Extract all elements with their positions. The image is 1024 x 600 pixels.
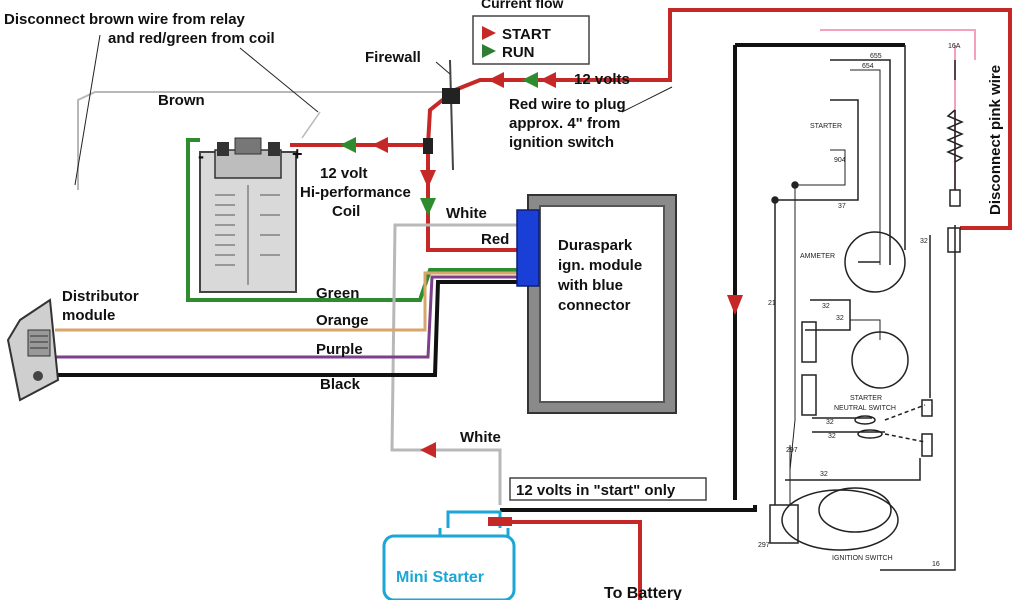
label-to-battery: To Battery xyxy=(604,585,682,600)
red-wire-coil xyxy=(290,96,447,147)
legend-title: Current flow xyxy=(481,0,564,11)
coil-label-2: Hi-performance xyxy=(300,184,411,201)
arrow-green-2 xyxy=(340,137,356,153)
wire-21: 21 xyxy=(768,300,776,307)
label-red: Red xyxy=(481,231,509,248)
brown-wire xyxy=(77,91,444,190)
arrow-red-6 xyxy=(727,295,743,315)
wire-32-f: 32 xyxy=(820,471,828,478)
wire-16a: 16A xyxy=(948,43,961,50)
coil xyxy=(199,137,297,293)
wire-32-b: 32 xyxy=(822,303,830,310)
note-start-only: 12 volts in "start" only xyxy=(516,482,676,499)
wire-32-e: 32 xyxy=(828,433,836,440)
label-brown: Brown xyxy=(158,92,205,109)
wire-297-b: 297 xyxy=(758,542,770,549)
note-arrow-3 xyxy=(621,86,673,113)
white-wire-top xyxy=(390,223,520,505)
duraspark-module xyxy=(516,194,677,414)
label-green: Green xyxy=(316,285,359,302)
coil-minus: - xyxy=(198,146,204,166)
battery-wire xyxy=(490,520,642,600)
brown-wire-branch xyxy=(301,111,321,139)
label-black: Black xyxy=(320,376,361,393)
note-red-wire-3: ignition switch xyxy=(509,134,614,151)
note-disconnect-2: and red/green from coil xyxy=(108,30,275,47)
label-white-top: White xyxy=(446,205,487,222)
arrow-red-2 xyxy=(488,72,504,88)
label-ignition-switch: IGNITION SWITCH xyxy=(832,555,893,562)
module-label-1: Duraspark xyxy=(558,237,633,254)
label-neutral-switch: NEUTRAL SWITCH xyxy=(834,405,896,412)
wire-32-a: 32 xyxy=(920,238,928,245)
note-disconnect-1: Disconnect brown wire from relay xyxy=(4,11,246,28)
label-12-volts: 12 volts xyxy=(574,71,630,88)
note-disconnect-pink: Disconnect pink wire xyxy=(987,65,1004,215)
note-arrow-1 xyxy=(74,34,101,186)
label-starter-top: STARTER xyxy=(810,123,842,130)
wire-297-a: 297 xyxy=(786,447,798,454)
module-label-3: with blue xyxy=(557,277,623,294)
firewall-line xyxy=(449,59,454,171)
orange-wire xyxy=(55,271,520,332)
label-firewall: Firewall xyxy=(365,49,421,66)
ignition-schematic xyxy=(769,29,976,571)
arrow-red-4 xyxy=(420,170,436,188)
label-ammeter: AMMETER xyxy=(800,253,835,260)
legend xyxy=(472,15,590,65)
mini-starter xyxy=(382,510,516,600)
wire-32-c: 32 xyxy=(836,315,844,322)
wire-32-d: 32 xyxy=(826,419,834,426)
coil-label-3: Coil xyxy=(332,203,360,220)
wire-904: 904 xyxy=(834,157,846,164)
green-wire xyxy=(186,138,520,302)
module-label-2: ign. module xyxy=(558,257,642,274)
wire-654: 654 xyxy=(862,63,874,70)
arrow-red-3 xyxy=(372,137,388,153)
wire-37: 37 xyxy=(838,203,846,210)
arrow-red-5 xyxy=(420,442,436,458)
label-white-bottom: White xyxy=(460,429,501,446)
note-arrow-2 xyxy=(239,47,319,113)
legend-start: START xyxy=(502,26,551,43)
distributor-label-1: Distributor xyxy=(62,288,139,305)
arrow-green-3 xyxy=(420,198,436,216)
arrow-red-1 xyxy=(540,72,556,88)
purple-wire xyxy=(55,275,520,359)
black-wire xyxy=(55,280,520,377)
note-red-wire-2: approx. 4" from xyxy=(509,115,620,132)
label-orange: Orange xyxy=(316,312,369,329)
wire-655: 655 xyxy=(870,53,882,60)
start-wire xyxy=(500,505,757,512)
coil-label-1: 12 volt xyxy=(320,165,368,182)
red-wire-12v xyxy=(454,8,1012,230)
firewall-grommet xyxy=(423,138,433,154)
distributor-module xyxy=(6,298,60,402)
label-mini-starter: Mini Starter xyxy=(396,569,484,586)
start-only-box xyxy=(509,477,707,501)
module-label-4: connector xyxy=(558,297,631,314)
note-arrow-4 xyxy=(435,61,451,75)
label-purple: Purple xyxy=(316,341,363,358)
arrow-green-1 xyxy=(522,72,538,88)
firewall-plug xyxy=(442,88,460,104)
coil-plus: + xyxy=(292,144,303,164)
note-red-wire-1: Red wire to plug xyxy=(509,96,626,113)
wire-16: 16 xyxy=(932,561,940,568)
legend-run: RUN xyxy=(502,44,535,61)
distributor-label-2: module xyxy=(62,307,115,324)
label-starter-2: STARTER xyxy=(850,395,882,402)
